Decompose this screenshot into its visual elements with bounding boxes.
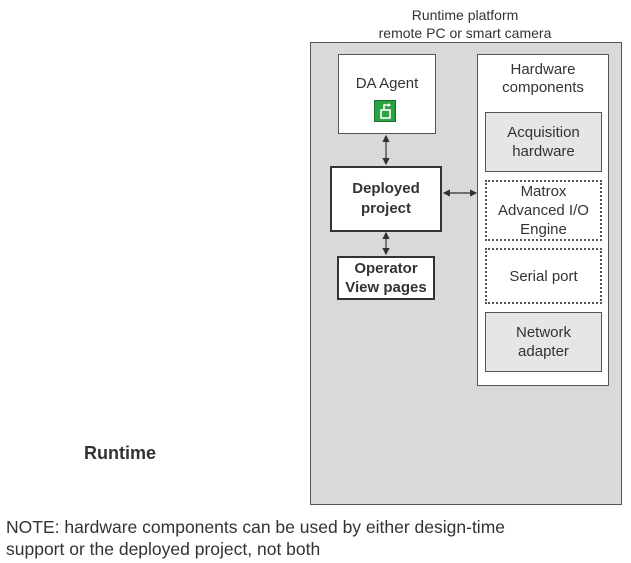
note-text: NOTE: hardware components can be used by…	[6, 516, 626, 560]
hardware-title-line2: components	[502, 79, 584, 96]
matrox-advanced-io-engine-box: Matrox Advanced I/O Engine	[485, 180, 602, 241]
hardware-title-line1: Hardware	[510, 61, 576, 78]
hw-item-line: Acquisition	[507, 124, 580, 141]
platform-title-line2: remote PC or smart camera	[378, 25, 552, 41]
operator-view-line2: View pages	[345, 279, 427, 296]
hw-item-line: hardware	[512, 143, 575, 160]
hw-item-line: Matrox	[520, 183, 567, 200]
operator-view-box: Operator View pages	[337, 256, 435, 300]
network-adapter-box: Network adapter	[485, 312, 602, 372]
da-agent-box: DA Agent	[338, 54, 436, 134]
serial-port-box: Serial port	[485, 248, 602, 304]
platform-title: Runtime platform remote PC or smart came…	[310, 6, 620, 42]
note-line2: support or the deployed project, not bot…	[6, 539, 321, 559]
deployed-project-line2: project	[360, 200, 411, 217]
deployed-project-line1: Deployed	[352, 180, 420, 197]
runtime-label: Runtime	[84, 443, 156, 463]
hw-item-line: Advanced I/O	[498, 202, 589, 219]
hardware-components-title: Hardware components	[478, 61, 608, 97]
platform-title-line1: Runtime platform	[411, 7, 519, 23]
hw-item-line: Serial port	[509, 267, 578, 285]
da-agent-label: DA Agent	[355, 75, 419, 92]
note-line1: NOTE: hardware components can be used by…	[6, 517, 506, 537]
hw-item-line: Engine	[520, 221, 567, 238]
deployed-project-box: Deployed project	[330, 166, 442, 232]
hw-item-line: Network	[515, 324, 571, 341]
operator-view-line1: Operator	[354, 260, 418, 277]
acquisition-hardware-box: Acquisition hardware	[485, 112, 602, 172]
hw-item-line: adapter	[518, 343, 569, 360]
deploy-icon	[374, 100, 396, 122]
